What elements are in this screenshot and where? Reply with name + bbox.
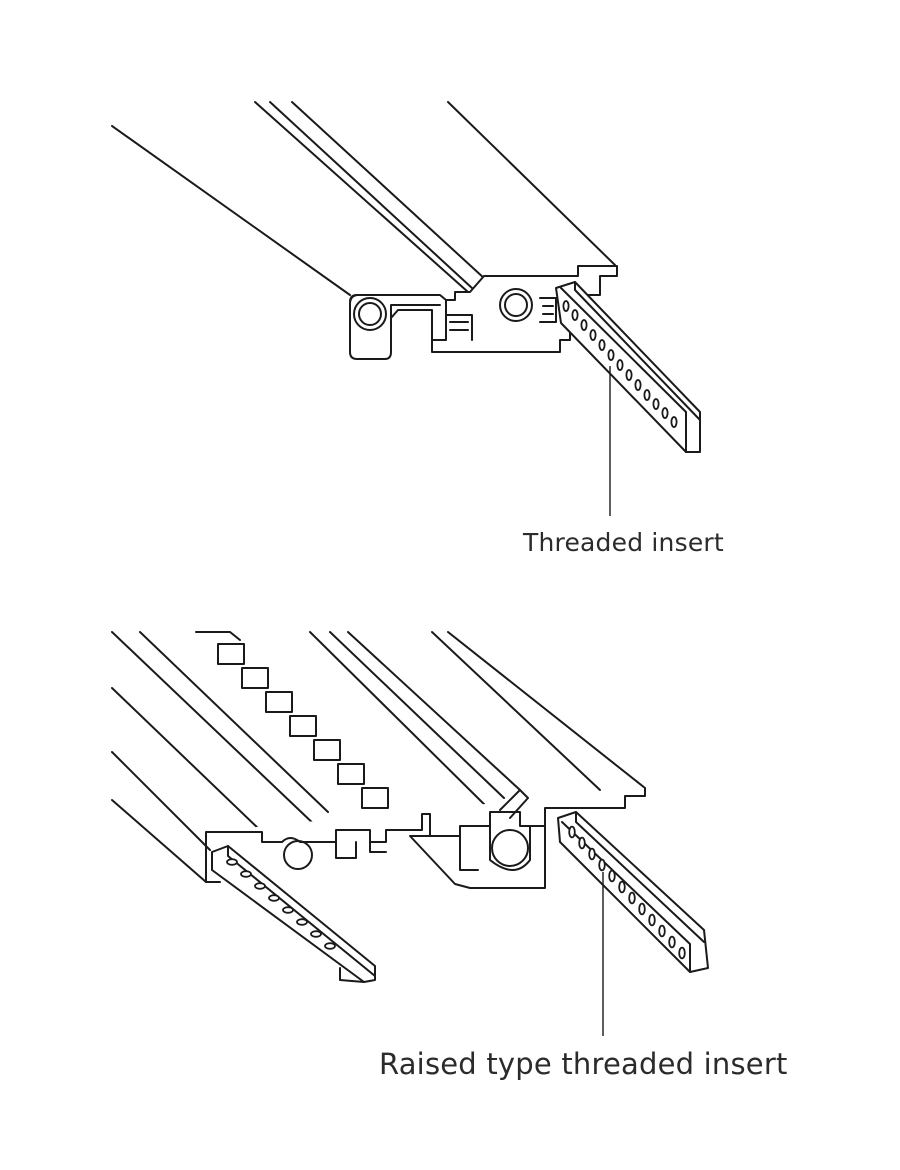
top-aluminum-profile <box>111 101 701 516</box>
threaded-insert-label: Threaded insert <box>523 528 724 557</box>
raised-type-threaded-insert-label: Raised type threaded insert <box>379 1047 788 1081</box>
bottom-aluminum-profile <box>111 631 709 1036</box>
